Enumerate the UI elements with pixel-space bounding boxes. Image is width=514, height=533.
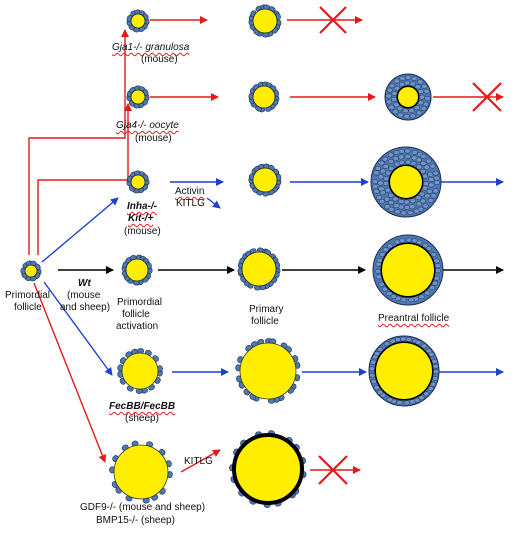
gja4-label: Gja4-/- oocyte (116, 120, 179, 131)
arrow-primordial-gja4 (37, 103, 132, 255)
block-x-gja4 (472, 82, 502, 112)
follicle-inha-primary (248, 163, 282, 197)
follicle-gja4-primary (248, 81, 280, 113)
activation-label-1: Primordial (117, 297, 163, 308)
follicle-wt-primary (237, 247, 281, 291)
follicle-fecbb-preantral (368, 335, 440, 407)
arrow-inha-kitlg (206, 197, 221, 209)
wt-species-label-2: and sheep) (60, 302, 111, 313)
wt-label: Wt (78, 278, 91, 289)
inha-species-label: (mouse) (124, 226, 161, 237)
follicle-gja1-primary (248, 4, 282, 38)
arrow-layer (28, 16, 504, 474)
follicle-wt-activation (121, 254, 153, 286)
activation-label-3: activation (116, 321, 159, 332)
arrow-primordial-gdf9 (33, 282, 107, 463)
fecbb-label: FecBB/FecBB (109, 401, 176, 412)
primordial-label-1: Primordial (5, 290, 51, 301)
follicle-gdf9-next (229, 430, 307, 508)
follicle-wt-primordial-start (20, 260, 42, 282)
activin-label: Activin (175, 186, 205, 197)
wt-species-label-1: (mouse (67, 290, 101, 301)
primary-label-1: Primary (249, 304, 284, 315)
follicle-inha-primordial (126, 170, 150, 194)
primary-label-2: follicle (251, 316, 279, 327)
block-x-gja1 (319, 6, 347, 34)
fecbb-species-label: (sheep) (125, 413, 159, 424)
follicle-layer (20, 4, 444, 508)
block-x-gdf9 (318, 455, 348, 485)
follicle-inha-preantral (370, 146, 442, 218)
kitlg-label-upper: KITLG (176, 198, 205, 209)
arrow-primordial-gja1 (28, 29, 129, 255)
bmp15-label: BMP15-/- (sheep) (96, 515, 175, 526)
arrow-gdf9-kitlg (180, 449, 221, 473)
arrow-primordial-inha (41, 197, 119, 263)
follicle-gdf9-activation (109, 440, 173, 504)
arrow-primordial-fecbb (43, 281, 113, 376)
inha-label: Inha-/- (127, 201, 157, 212)
follicle-fecbb-primary (235, 338, 301, 404)
kit-label: Kit-/+ (128, 213, 154, 224)
follicle-wt-preantral (372, 234, 444, 306)
cross-layer (318, 6, 502, 485)
follicle-gja4-primordial (126, 85, 150, 109)
gja1-label: Gja1-/- granulosa (112, 42, 190, 53)
preantral-label: Preantral follicle (378, 313, 450, 324)
gja1-species-label: (mouse) (141, 54, 178, 65)
primordial-label-2: follicle (14, 302, 42, 313)
follicle-gja1-primordial (126, 9, 150, 33)
gdf9-label: GDF9-/- (mouse and sheep) (80, 502, 206, 513)
gja4-species-label: (mouse) (135, 133, 172, 144)
follicle-gja4-preantral (384, 73, 432, 121)
activation-label-2: follicle (122, 309, 150, 320)
follicle-fecbb-activation (117, 348, 163, 394)
kitlg-label-lower: KITLG (184, 456, 213, 467)
